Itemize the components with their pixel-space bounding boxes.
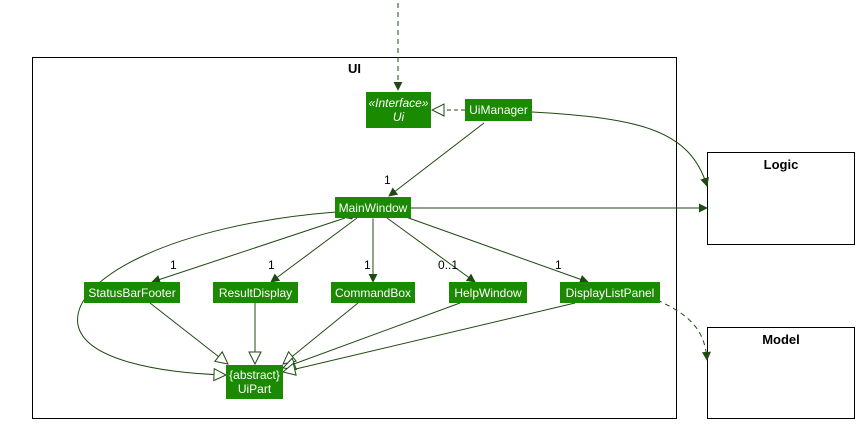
ui-package-title: UI <box>348 61 361 76</box>
displaylistpanel-inherits-uipart <box>283 302 576 372</box>
helpwindow-inherits-uipart <box>283 302 461 368</box>
multiplicity-commandbox: 1 <box>364 258 371 272</box>
uimanager-class: UiManager <box>465 99 532 121</box>
composition-helpwindow <box>377 210 476 283</box>
helpwindow-name: HelpWindow <box>454 285 522 300</box>
ui-interface-class: «Interface» Ui <box>366 92 431 128</box>
composition-statusbarfooter <box>151 212 357 284</box>
multiplicity-helpwindow: 0..1 <box>438 258 459 272</box>
displaylistpanel-class: DisplayListPanel <box>560 282 660 303</box>
resultdisplay-class: ResultDisplay <box>213 282 298 303</box>
uimanager-logic-edge <box>531 111 709 187</box>
ui-interface-stereotype: «Interface» <box>368 96 429 110</box>
multiplicity-resultdisplay: 1 <box>268 258 275 272</box>
commandbox-inherits-uipart <box>283 302 359 364</box>
multiplicity-statusbarfooter: 1 <box>170 258 177 272</box>
displaylistpanel-name: DisplayListPanel <box>565 285 655 300</box>
uipart-class: {abstract} UiPart <box>226 365 283 399</box>
ui-interface-name: Ui <box>392 110 405 124</box>
composition-displaylistpanel <box>391 210 589 284</box>
statusbarfooter-name: StatusBarFooter <box>88 285 176 300</box>
statusbarfooter-class: StatusBarFooter <box>84 282 180 303</box>
commandbox-class: CommandBox <box>331 282 415 303</box>
logic-package-title: Logic <box>763 157 799 172</box>
commandbox-name: CommandBox <box>334 285 412 300</box>
multiplicity-mainwindow: 1 <box>384 173 391 187</box>
statusbarfooter-inherits-uipart <box>149 302 228 364</box>
multiplicity-displaylistpanel: 1 <box>555 258 562 272</box>
displaylistpanel-model-edge <box>656 299 711 361</box>
helpwindow-class: HelpWindow <box>449 282 527 303</box>
resultdisplay-name: ResultDisplay <box>218 285 293 300</box>
uipart-stereotype: {abstract} <box>229 368 280 382</box>
uimanager-name: UiManager <box>469 103 528 117</box>
mainwindow-inherits-uipart <box>77 211 337 375</box>
model-package-title: Model <box>762 332 800 347</box>
logic-package: Logic <box>707 152 855 245</box>
mainwindow-name: MainWindow <box>338 200 408 215</box>
uimanager-mainwindow-edge <box>388 122 485 197</box>
composition-resultdisplay <box>270 210 367 283</box>
uipart-name: UiPart <box>237 382 272 396</box>
model-package: Model <box>707 327 855 419</box>
mainwindow-class: MainWindow <box>335 197 411 218</box>
